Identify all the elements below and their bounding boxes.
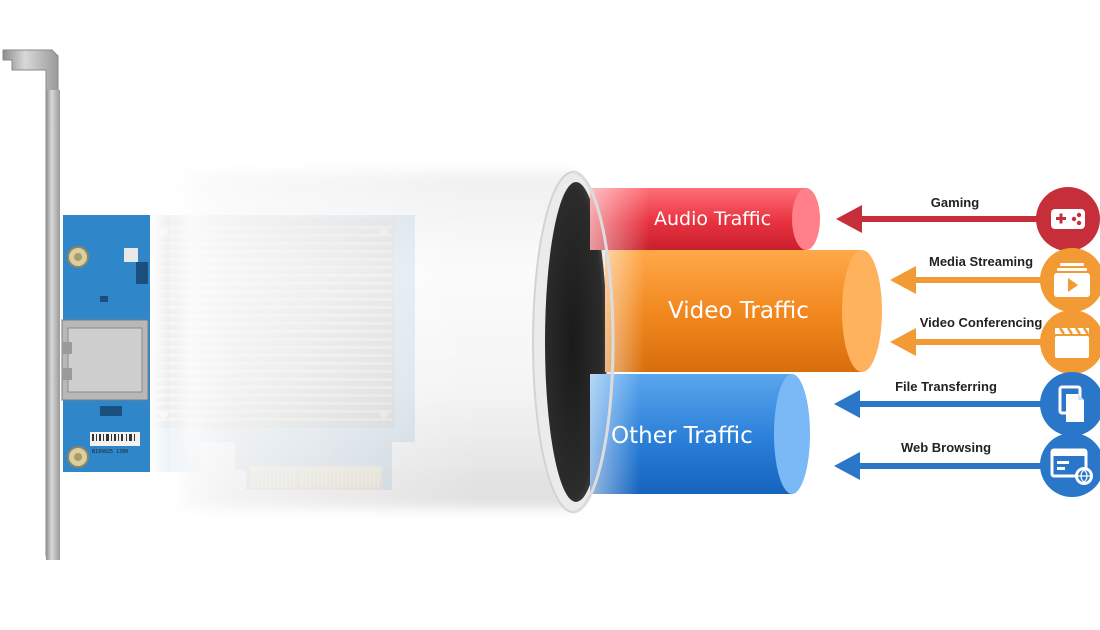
- barcode-text: B199025 1390: [92, 449, 128, 455]
- arrow-gaming: [836, 205, 1046, 233]
- tube-other: [590, 374, 810, 494]
- media-play-icon: [1040, 248, 1100, 312]
- tube-other-end: [774, 374, 810, 494]
- source-label-media-streaming: Media Streaming: [928, 254, 1034, 269]
- clapperboard-icon: [1040, 310, 1100, 374]
- arrow-video-conferencing: [890, 328, 1046, 356]
- source-label-video-conferencing: Video Conferencing: [919, 315, 1043, 330]
- tube-audio-end: [792, 188, 820, 250]
- tube-video-end: [842, 250, 882, 372]
- source-label-gaming: Gaming: [930, 195, 980, 210]
- gamepad-icon: [1036, 187, 1100, 251]
- source-label-web-browsing: Web Browsing: [900, 440, 992, 455]
- web-browser-icon: [1040, 433, 1100, 497]
- video-traffic-label: Video Traffic: [668, 298, 809, 324]
- source-label-file-transferring: File Transferring: [895, 379, 997, 394]
- barcode-sticker: B199025 1390: [90, 432, 140, 455]
- tube-video: [605, 250, 882, 372]
- arrow-media-streaming: [890, 266, 1046, 294]
- arrow-file-transferring: [834, 390, 1046, 418]
- audio-traffic-label: Audio Traffic: [654, 208, 772, 230]
- files-icon: [1040, 372, 1100, 436]
- other-traffic-label: Other Traffic: [611, 423, 753, 449]
- arrow-web-browsing: [834, 452, 1046, 480]
- traffic-arrows: [834, 205, 1046, 480]
- main-pipe: [150, 160, 614, 520]
